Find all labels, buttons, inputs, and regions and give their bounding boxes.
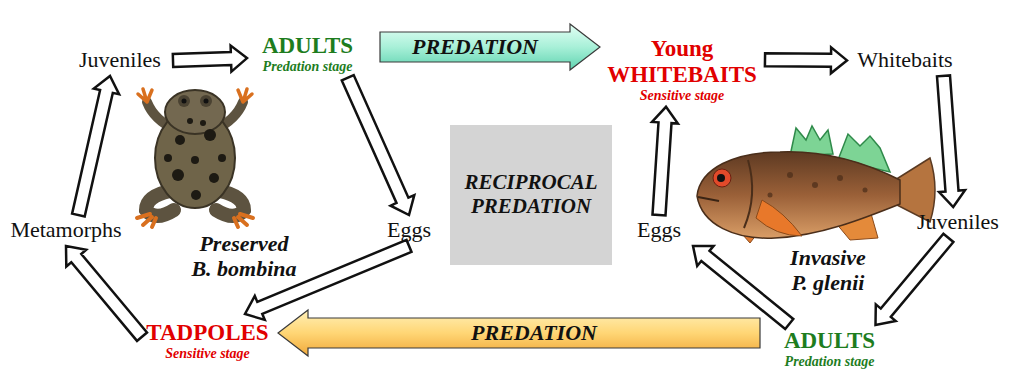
concept-text: RECIPROCAL PREDATION [458, 171, 604, 218]
fish-illustration [697, 126, 935, 243]
stage-name: Young WHITEBAITS [602, 36, 762, 88]
frog-eye [178, 95, 190, 107]
frog-pupil [182, 99, 187, 104]
stage-name: Whitebaits [850, 48, 960, 73]
cycle-arrow [765, 47, 847, 73]
stage-label: ADULTSPredation stage [250, 33, 365, 75]
stage-label: Juveniles [70, 48, 170, 73]
arrow-label: PREDATION [412, 35, 538, 60]
stage-note: Sensitive stage [145, 346, 270, 362]
fish-body [697, 152, 900, 238]
species-label: Invasive P. glenii [783, 246, 873, 296]
frog-eye [200, 95, 212, 107]
stage-label: Eggs [628, 218, 690, 243]
stage-note: Predation stage [772, 354, 887, 370]
stage-name: Metamorphs [4, 218, 128, 243]
stage-note: Sensitive stage [602, 88, 762, 104]
frog-spot [172, 169, 184, 181]
fish-pupil [717, 174, 725, 182]
frog-spot [218, 154, 226, 162]
cycle-arrow [937, 75, 965, 207]
frog-pupil [204, 99, 209, 104]
stage-label: Whitebaits [850, 48, 960, 73]
cycle-arrow [876, 234, 954, 325]
cycle-arrow [72, 76, 119, 217]
frog-spot [200, 120, 206, 126]
frog-spot [187, 118, 193, 124]
stage-label: TADPOLESSensitive stage [145, 320, 270, 362]
cycle-arrow [342, 75, 415, 215]
stage-note: Predation stage [250, 59, 365, 75]
frog-toes [137, 214, 253, 227]
frog-spot [175, 135, 185, 145]
frog-spot [164, 154, 172, 162]
stage-name: Juveniles [70, 48, 170, 73]
species-label: Preserved B. bombina [190, 232, 298, 282]
fish-spot [768, 193, 773, 198]
stage-name: TADPOLES [145, 320, 270, 346]
stage-label: Eggs [378, 218, 440, 243]
stage-name: Eggs [628, 218, 690, 243]
predation-arrow [278, 310, 760, 356]
frog-spot [209, 173, 219, 183]
frog-illustration [137, 89, 253, 227]
fish-pectoral-fin [756, 200, 802, 236]
fish-eye [713, 169, 731, 187]
stage-name: Juveniles [910, 210, 1006, 235]
frog-spot [204, 129, 216, 141]
cycle-arrow [66, 246, 147, 341]
stage-name: ADULTS [772, 328, 887, 354]
frog-spots [164, 118, 226, 200]
frog-head [165, 90, 225, 134]
stage-label: Juveniles [910, 210, 1006, 235]
stage-label: Metamorphs [4, 218, 128, 243]
cycle-arrow [652, 107, 678, 216]
fish-spot [863, 188, 868, 193]
fish-spot [837, 175, 843, 181]
fish-mouth [698, 197, 719, 201]
stage-label: Young WHITEBAITSSensitive stage [602, 36, 762, 104]
fish-spot [812, 182, 818, 188]
frog-spot [191, 156, 199, 164]
stage-name: Eggs [378, 218, 440, 243]
arrow-label: PREDATION [471, 321, 597, 346]
stage-name: ADULTS [250, 33, 365, 59]
fish-spots [768, 172, 868, 198]
predation-arrow [380, 24, 600, 70]
concept-box: RECIPROCAL PREDATION [450, 125, 612, 265]
fish-spot [787, 172, 793, 178]
fish-gill [744, 160, 752, 228]
frog-spot [191, 190, 201, 200]
cycle-arrow [173, 46, 247, 72]
stage-label: ADULTSPredation stage [772, 328, 887, 370]
cycle-arrow [693, 246, 793, 329]
